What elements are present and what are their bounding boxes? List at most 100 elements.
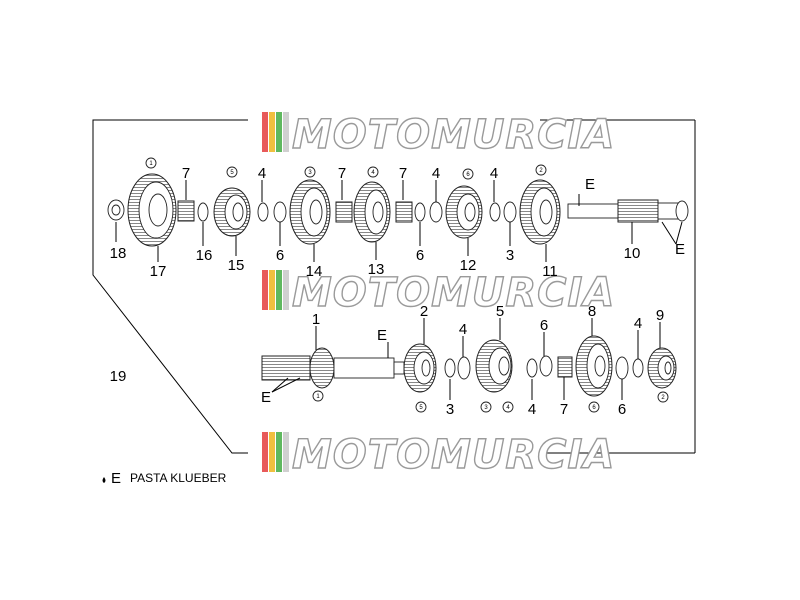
callouts-upper: 7 4 7 7 4 4 18 17 16 15 6 14 13 6 12 3 1… xyxy=(110,157,685,280)
svg-text:4: 4 xyxy=(506,405,510,411)
part-5-gear xyxy=(475,339,513,393)
callout-6: 6 xyxy=(416,247,424,264)
callout-6: 6 xyxy=(540,317,548,334)
circled-3-lower: 3 xyxy=(480,401,492,413)
grease-drop-icon xyxy=(102,477,106,483)
callout-4: 4 xyxy=(634,315,642,332)
callout-15: 15 xyxy=(228,257,245,274)
part-9-gear xyxy=(647,347,677,389)
svg-text:6: 6 xyxy=(466,172,470,178)
callout-2: 2 xyxy=(420,303,428,320)
callout-12: 12 xyxy=(460,257,477,274)
callout-4: 4 xyxy=(528,401,536,418)
legend-text: PASTA KLUEBER xyxy=(130,471,227,485)
circled-3-upper: 3 xyxy=(304,166,316,178)
circled-1-lower: 1 xyxy=(312,390,324,402)
circled-5-lower: 5 xyxy=(415,401,427,413)
grease-mark-e: E xyxy=(261,389,271,406)
part-16-ring xyxy=(197,202,209,222)
part-7-needle-bearing xyxy=(335,201,353,223)
part-18-washer xyxy=(107,199,125,221)
circled-2-upper: 2 xyxy=(535,164,547,176)
callout-14: 14 xyxy=(306,263,323,280)
callout-4: 4 xyxy=(490,165,498,182)
grease-mark-e: E xyxy=(377,327,387,344)
callout-7: 7 xyxy=(560,401,568,418)
callout-16: 16 xyxy=(196,247,213,264)
assembly-frame xyxy=(92,119,696,454)
watermark-text: MOTOMURCIA xyxy=(292,112,615,158)
part-3-washer xyxy=(503,201,517,223)
callout-17: 17 xyxy=(150,263,167,280)
part-6-washer xyxy=(615,356,629,380)
watermark-bottom: MOTOMURCIA xyxy=(262,431,615,479)
callouts-lower: 1 2 4 5 6 8 4 9 3 4 7 6 E E 19 1 5 3 4 6… xyxy=(110,303,669,418)
part-7-needle-bearing xyxy=(395,201,413,223)
callout-7: 7 xyxy=(182,165,190,182)
callout-11: 11 xyxy=(542,263,558,280)
part-1-shaft xyxy=(261,347,405,389)
callout-5: 5 xyxy=(496,303,504,320)
watermark-top: MOTOMURCIA xyxy=(262,111,615,159)
circled-2-lower: 2 xyxy=(657,391,669,403)
grease-mark-e: E xyxy=(585,176,595,193)
callout-6: 6 xyxy=(276,247,284,264)
legend-symbol: E xyxy=(111,470,121,487)
part-6-washer xyxy=(429,201,443,223)
part-4-circlip xyxy=(632,358,644,378)
part-11-gear xyxy=(519,179,561,245)
part-6-washer xyxy=(539,355,553,377)
svg-text:6: 6 xyxy=(592,405,596,411)
circled-6-upper: 6 xyxy=(462,168,474,180)
svg-text:3: 3 xyxy=(484,405,488,411)
svg-text:2: 2 xyxy=(661,395,665,401)
circled-5-upper: 5 xyxy=(226,166,238,178)
callout-7: 7 xyxy=(399,165,407,182)
part-4-circlip xyxy=(444,358,456,378)
part-6-washer xyxy=(273,201,287,223)
part-4-circlip xyxy=(414,202,426,222)
callout-4: 4 xyxy=(258,165,266,182)
part-4-circlip xyxy=(257,202,269,222)
callout-6: 6 xyxy=(618,401,626,418)
part-12-gear xyxy=(445,185,483,239)
part-7-needle-bearing xyxy=(557,356,573,378)
svg-text:5: 5 xyxy=(419,405,423,411)
callout-10: 10 xyxy=(624,245,641,262)
part-8-gear xyxy=(575,335,613,397)
svg-text:1: 1 xyxy=(316,394,320,400)
part-4-circlip xyxy=(489,202,501,222)
part-3-washer xyxy=(457,356,471,380)
svg-text:3: 3 xyxy=(308,170,312,176)
svg-text:4: 4 xyxy=(371,170,375,176)
watermark-text: MOTOMURCIA xyxy=(292,432,615,478)
grease-mark-e: E xyxy=(675,241,685,258)
part-14-gear xyxy=(289,179,331,245)
circled-1-upper: 1 xyxy=(145,157,157,169)
callout-8: 8 xyxy=(588,303,596,320)
part-4-circlip xyxy=(526,358,538,378)
callout-1: 1 xyxy=(312,311,320,328)
svg-text:2: 2 xyxy=(539,168,543,174)
callout-13: 13 xyxy=(368,261,385,278)
callout-9: 9 xyxy=(656,307,664,324)
legend: E PASTA KLUEBER xyxy=(102,470,227,487)
circled-4-lower: 4 xyxy=(502,401,514,413)
callout-4: 4 xyxy=(459,321,467,338)
callout-4: 4 xyxy=(432,165,440,182)
circled-4-upper: 4 xyxy=(367,166,379,178)
callout-18: 18 xyxy=(110,245,127,262)
callout-19: 19 xyxy=(110,368,127,385)
callout-3: 3 xyxy=(446,401,454,418)
part-2-gear xyxy=(403,343,437,393)
part-15-gear xyxy=(213,187,251,237)
part-7-needle-bearing xyxy=(177,200,195,222)
part-10-shaft xyxy=(567,199,689,223)
watermark-text: MOTOMURCIA xyxy=(292,270,615,316)
callout-3: 3 xyxy=(506,247,514,264)
svg-text:5: 5 xyxy=(230,170,234,176)
circled-6-lower: 6 xyxy=(588,401,600,413)
part-17-gear xyxy=(127,173,177,247)
part-13-gear xyxy=(353,181,391,243)
